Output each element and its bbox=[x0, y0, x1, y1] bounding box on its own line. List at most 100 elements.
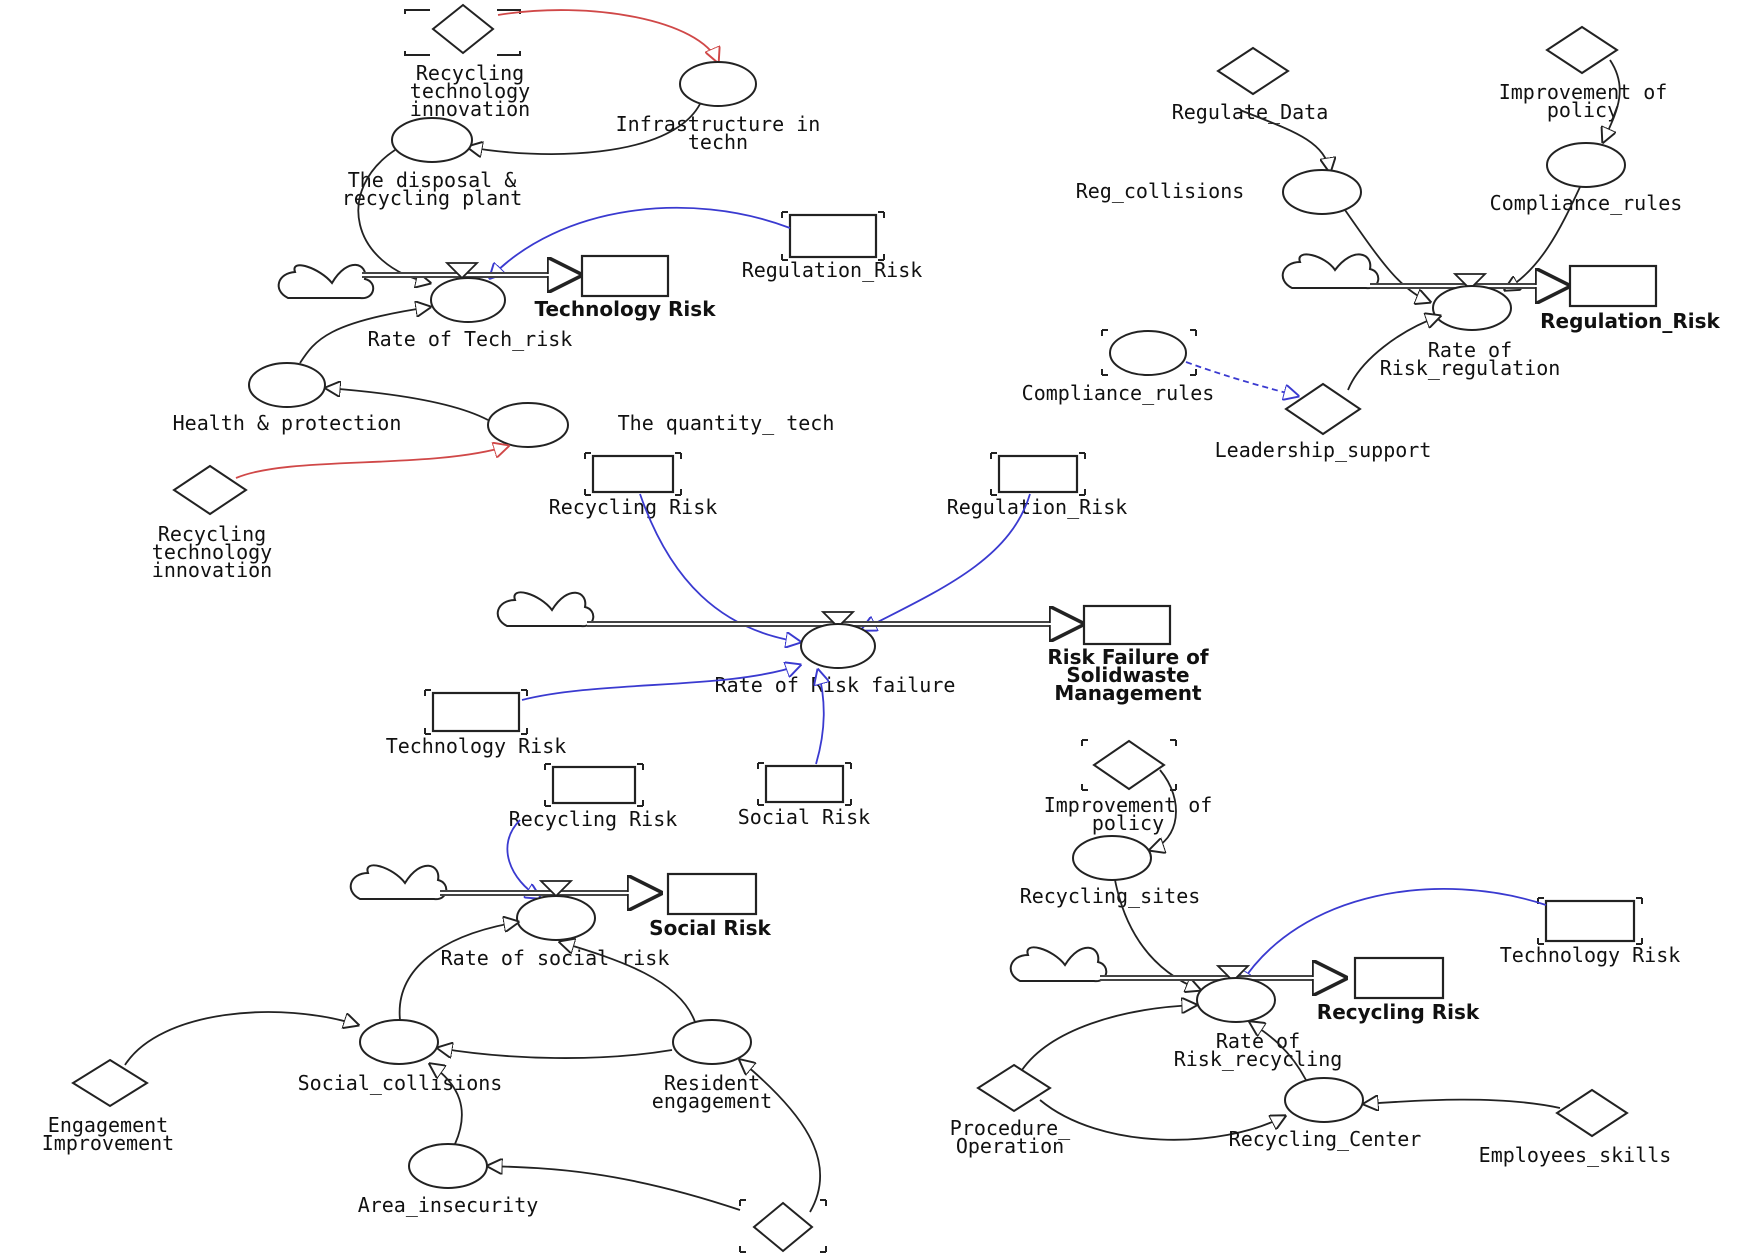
reg-rate-line2: Risk_regulation bbox=[1380, 356, 1561, 380]
source-cloud bbox=[277, 263, 375, 300]
technology-risk-stock[interactable] bbox=[580, 254, 670, 298]
disposal-aux[interactable] bbox=[391, 117, 473, 163]
technology-risk-section: Recycling technology innovation Infrastr… bbox=[152, 3, 923, 582]
link-quantity-to-health bbox=[326, 388, 489, 421]
link-innovation-to-infrastructure bbox=[497, 9, 718, 62]
tech-rate-aux[interactable] bbox=[430, 277, 506, 323]
recycling-rate-aux[interactable] bbox=[1196, 977, 1276, 1023]
link-engagement-to-collisions bbox=[124, 1011, 358, 1066]
recycling-risk-stock[interactable] bbox=[1353, 956, 1445, 1000]
aux-circle bbox=[1109, 330, 1187, 376]
ghost-bracket bbox=[544, 763, 644, 807]
link-regulation-to-tech-rate bbox=[490, 206, 791, 278]
social-collisions-aux[interactable] bbox=[359, 1019, 439, 1065]
area-insecurity-aux[interactable] bbox=[408, 1143, 488, 1189]
link-recycling-to-failure-rate bbox=[639, 493, 800, 642]
risk-failure-line3: Management bbox=[1054, 681, 1202, 705]
valve-icon bbox=[538, 880, 574, 898]
leadership-support-constant[interactable] bbox=[1284, 382, 1362, 436]
disposal-line1: The disposal & bbox=[348, 168, 517, 192]
procedure-operation-constant[interactable] bbox=[976, 1063, 1052, 1113]
failure-rate-label: Rate of Risk failure bbox=[715, 673, 956, 697]
compliance-rules-aux[interactable] bbox=[1546, 142, 1626, 188]
improvement-policy-constant[interactable] bbox=[1545, 25, 1619, 75]
constant-diamond bbox=[752, 1201, 814, 1253]
ghost-bracket bbox=[781, 211, 885, 261]
regulation-risk-ghost-label: Regulation_Risk bbox=[742, 258, 923, 282]
quantity-aux[interactable] bbox=[487, 402, 569, 448]
engagement-improvement-constant[interactable] bbox=[71, 1058, 149, 1108]
recycling-technology-ghost-label: Technology Risk bbox=[1500, 943, 1681, 967]
recycling-improvement-ghost-constant[interactable] bbox=[1081, 739, 1177, 791]
infrastructure-line2: techn bbox=[688, 130, 748, 154]
area-insecurity-label: Area_insecurity bbox=[358, 1193, 539, 1217]
tech-rate-label: Rate of Tech_risk bbox=[368, 327, 573, 351]
stock-box bbox=[1544, 899, 1636, 943]
link-compliance-to-leadership bbox=[1185, 361, 1298, 396]
link-social-to-failure-rate bbox=[816, 670, 824, 765]
ghost-bracket bbox=[424, 689, 528, 735]
valve-icon bbox=[444, 262, 480, 280]
valve-icon bbox=[820, 611, 856, 629]
link-improvement-to-compliance bbox=[1603, 59, 1621, 142]
social-risk-stock-label: Social Risk bbox=[649, 916, 771, 940]
source-cloud bbox=[1009, 946, 1108, 983]
regulation-risk-ghost-stock-2[interactable] bbox=[990, 452, 1086, 496]
procedure-line2: Operation bbox=[956, 1134, 1064, 1158]
risk-failure-line2: Solidwaste bbox=[1066, 663, 1189, 687]
recycling-center-aux[interactable] bbox=[1284, 1077, 1364, 1123]
link-skills-to-center bbox=[1364, 1100, 1561, 1108]
social-recycling-ghost-label: Recycling Risk bbox=[509, 807, 678, 831]
regulation-risk-ghost-stock[interactable] bbox=[781, 211, 885, 261]
link-collisions-to-rate bbox=[1344, 209, 1430, 302]
constant-diamond bbox=[431, 3, 495, 55]
regulation-risk-stock[interactable] bbox=[1568, 264, 1658, 308]
compliance-rules-label: Compliance_rules bbox=[1490, 191, 1683, 215]
risk-failure-line1: Risk Failure of bbox=[1047, 645, 1208, 669]
compliance-ghost-aux[interactable] bbox=[1101, 329, 1197, 376]
health-aux[interactable] bbox=[248, 362, 326, 408]
recycling-technology-ghost-stock[interactable] bbox=[1537, 897, 1643, 945]
improvement-policy-line1: Improvement of bbox=[1499, 80, 1668, 104]
ghost-bracket bbox=[990, 452, 1086, 496]
link-constant-to-area bbox=[488, 1166, 741, 1211]
risk-failure-stock[interactable] bbox=[1082, 604, 1172, 646]
social-risk-stock[interactable] bbox=[666, 872, 758, 916]
failure-rate-aux[interactable] bbox=[800, 623, 876, 669]
source-cloud bbox=[349, 864, 448, 901]
technology-risk-ghost-stock[interactable] bbox=[424, 689, 528, 735]
recycling-risk-ghost-stock[interactable] bbox=[584, 452, 682, 496]
engagement-line1: Engagement bbox=[48, 1113, 168, 1137]
ghost-constant-bottom[interactable] bbox=[739, 1199, 827, 1253]
ghost-bracket bbox=[404, 9, 521, 56]
employees-skills-constant[interactable] bbox=[1555, 1088, 1629, 1138]
social-recycling-ghost-stock[interactable] bbox=[544, 763, 644, 807]
infrastructure-aux[interactable] bbox=[679, 61, 757, 107]
stock-box bbox=[997, 454, 1079, 494]
recycling-sites-label: Recycling_sites bbox=[1020, 884, 1201, 908]
reg-collisions-aux[interactable] bbox=[1282, 169, 1362, 215]
recycling-innovation-top-line2: technology bbox=[410, 79, 530, 103]
link-center-to-rate bbox=[1250, 1022, 1307, 1081]
recycling-innovation-top-line1: Recycling bbox=[416, 61, 524, 85]
recycling-center-label: Recycling_Center bbox=[1229, 1127, 1422, 1151]
recycling-innovation-bottom-constant[interactable] bbox=[172, 464, 248, 516]
reg-rate-line1: Rate of bbox=[1428, 338, 1512, 362]
failure-recycling-ghost-label: Recycling Risk bbox=[549, 495, 718, 519]
social-risk-ghost-stock[interactable] bbox=[757, 762, 852, 806]
regulate-data-constant[interactable] bbox=[1216, 46, 1290, 96]
disposal-line2: recycling plant bbox=[342, 186, 523, 210]
recycling-innovation-top-constant[interactable] bbox=[404, 3, 521, 56]
social-rate-aux[interactable] bbox=[516, 895, 596, 941]
reg-collisions-label: Reg_collisions bbox=[1076, 179, 1245, 203]
resident-engagement-aux[interactable] bbox=[672, 1019, 752, 1065]
source-cloud bbox=[1281, 253, 1380, 290]
stock-box bbox=[764, 764, 845, 804]
link-resident-to-collisions bbox=[438, 1048, 673, 1059]
link-innovation-to-quantity bbox=[235, 446, 508, 479]
reg-rate-aux[interactable] bbox=[1432, 285, 1512, 331]
recycling-innovation-bottom-line2: technology bbox=[152, 540, 272, 564]
source-cloud bbox=[496, 591, 595, 628]
recycling-sites-aux[interactable] bbox=[1072, 835, 1152, 881]
